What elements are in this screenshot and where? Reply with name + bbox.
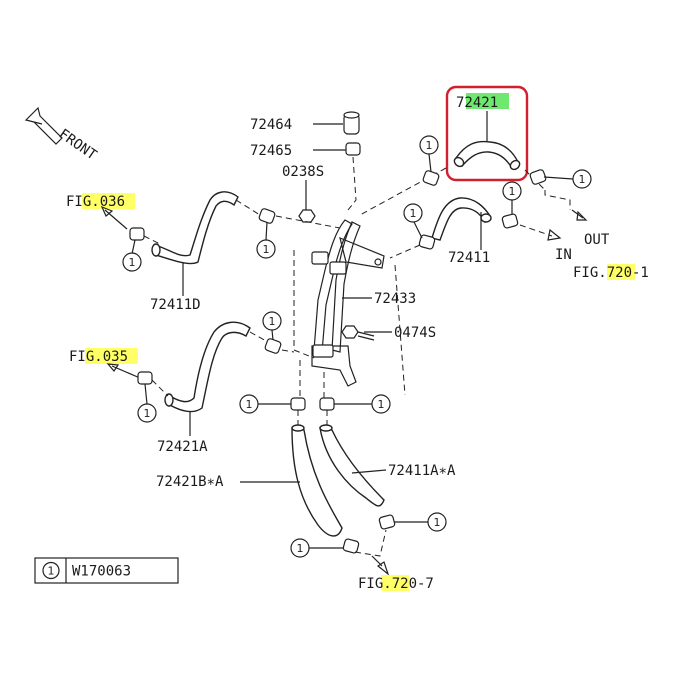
svg-text:1: 1 <box>434 516 441 529</box>
selected-part-box[interactable] <box>445 85 529 182</box>
hose-72421B[interactable] <box>291 424 343 537</box>
svg-text:1: 1 <box>144 407 151 420</box>
bolt-0474S-icon <box>341 325 375 341</box>
callout-1: 1 <box>137 403 157 423</box>
svg-text:1: 1 <box>410 207 417 220</box>
clamp-icon <box>418 213 519 250</box>
front-arrow-icon <box>24 106 63 145</box>
clamp-icon <box>422 169 547 186</box>
svg-text:1: 1 <box>579 173 586 186</box>
part-label-72433[interactable]: 72433 <box>374 291 416 307</box>
front-label: FRONT <box>56 126 100 164</box>
clamp-icon <box>258 208 276 224</box>
callout-1: 1 <box>290 538 310 558</box>
svg-text:1: 1 <box>263 243 270 256</box>
callout-1: 1 <box>256 239 276 259</box>
fig-ref-720-1[interactable]: FIG.720-1 <box>573 265 649 281</box>
legend-code: W170063 <box>72 564 131 580</box>
callout-1: 1 <box>419 135 439 155</box>
hose-72421[interactable] <box>453 140 522 172</box>
svg-text:1: 1 <box>269 315 276 328</box>
part-label-72411D[interactable]: 72411D <box>150 297 201 313</box>
fig-ref-035[interactable]: FIG.035 <box>69 349 128 365</box>
svg-text:1: 1 <box>129 256 136 269</box>
clamp-icon <box>264 338 282 354</box>
part-label-0238S[interactable]: 0238S <box>282 164 324 180</box>
part-label-72464[interactable]: 72464 <box>250 117 292 133</box>
clamp-icon <box>342 514 396 554</box>
callout-1: 1 <box>371 394 391 414</box>
svg-text:1: 1 <box>297 542 304 555</box>
part-label-72411[interactable]: 72411 <box>448 250 490 266</box>
callout-1: 1 <box>572 169 592 189</box>
callout-1: 1 <box>403 203 423 223</box>
fig-ref-036[interactable]: FIG.036 <box>66 194 125 210</box>
nut-0238S-icon <box>298 209 316 223</box>
legend-symbol: 1 <box>48 565 55 578</box>
pipe-assembly-72433[interactable] <box>311 219 385 387</box>
legend-box: 1 W170063 <box>34 557 179 584</box>
hose-72421A[interactable] <box>164 321 251 413</box>
callout-1: 1 <box>262 311 282 331</box>
part-label-72465[interactable]: 72465 <box>250 143 292 159</box>
part-label-72421B[interactable]: 72421B∗A <box>156 474 224 490</box>
hose-72411[interactable] <box>431 197 492 241</box>
cap-72464-icon <box>343 111 360 135</box>
clamp-icon <box>129 227 145 241</box>
callout-1: 1 <box>122 252 142 272</box>
clamp-icon <box>137 371 153 385</box>
clamp-icon <box>290 397 335 411</box>
clamp-72465-icon <box>345 142 361 156</box>
in-label: IN <box>555 247 572 263</box>
svg-text:1: 1 <box>426 139 433 152</box>
callout-1: 1 <box>427 512 447 532</box>
callout-1: 1 <box>502 181 522 201</box>
callout-1: 1 <box>239 394 259 414</box>
out-label: OUT <box>584 232 610 248</box>
fig-ref-720-7[interactable]: FIG.720-7 <box>358 576 434 592</box>
part-label-72411A[interactable]: 72411A∗A <box>388 463 456 479</box>
svg-text:1: 1 <box>509 185 516 198</box>
part-label-72421A[interactable]: 72421A <box>157 439 208 455</box>
part-label-72421[interactable]: 72421 <box>456 95 498 111</box>
svg-text:1: 1 <box>378 398 385 411</box>
hose-72411A[interactable] <box>319 424 385 507</box>
svg-text:1: 1 <box>246 398 253 411</box>
part-label-0474S[interactable]: 0474S <box>394 325 436 341</box>
hose-72411D[interactable] <box>151 191 239 265</box>
